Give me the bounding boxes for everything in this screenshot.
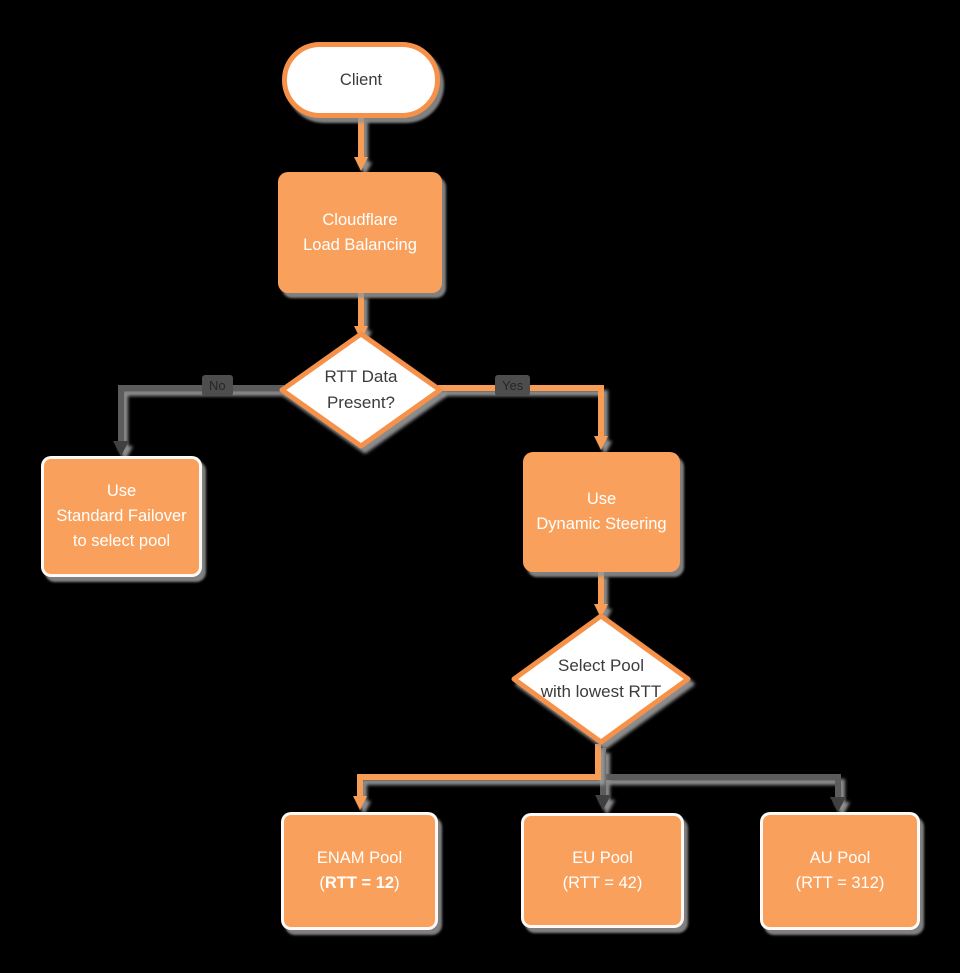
node-enam-pool: ENAM Pool (RTT = 12) xyxy=(281,812,438,930)
arrowhead-select-pool xyxy=(594,604,608,618)
node-dynamic-steering: Use Dynamic Steering xyxy=(523,452,680,572)
edge-to-au-pool xyxy=(603,774,841,799)
paren-close: ) xyxy=(878,874,885,892)
paren-open: ( xyxy=(795,874,802,892)
rtt-decision-line1: RTT Data xyxy=(324,367,398,386)
edge-to-enam-pool xyxy=(357,744,601,797)
node-rtt-decision-diamond xyxy=(279,331,443,449)
paren-close: ) xyxy=(394,874,400,892)
select-pool-line2: with lowest RTT xyxy=(540,681,662,701)
edge-label-no: No xyxy=(202,375,233,396)
node-au-pool: AU Pool (RTT = 312) xyxy=(760,812,920,930)
paren-open: ( xyxy=(319,874,325,892)
edge-yes-branch xyxy=(438,385,604,437)
pool-name: ENAM Pool xyxy=(316,849,403,868)
node-eu-pool: EU Pool (RTT = 42) xyxy=(521,813,684,928)
standard-failover-line3: to select pool xyxy=(72,531,171,550)
node-standard-failover: Use Standard Failover to select pool xyxy=(41,456,202,577)
paren-close: ) xyxy=(636,873,643,892)
client-label: Client xyxy=(339,70,383,89)
arrowhead-dynamic-steering xyxy=(594,436,608,450)
pool-rtt-value: RTT = 312 xyxy=(801,874,879,892)
arrowhead-eu-pool xyxy=(595,795,611,810)
pool-rtt-line: (RTT = 12) xyxy=(284,871,435,896)
pool-name: AU Pool xyxy=(809,849,871,868)
pool-rtt-line: (RTT = 312) xyxy=(763,871,917,896)
dynamic-steering-line2: Dynamic Steering xyxy=(536,515,667,533)
node-select-pool-diamond xyxy=(511,613,691,745)
paren-open: ( xyxy=(562,873,569,892)
select-pool-line1: Select Pool xyxy=(558,656,644,675)
arrowhead-au-pool xyxy=(830,797,846,812)
node-load-balancer: Cloudflare Load Balancing xyxy=(278,172,442,293)
standard-failover-line1: Use xyxy=(106,482,137,501)
load-balancer-line1: Cloudflare xyxy=(322,210,398,229)
pool-rtt-value: RTT = 12 xyxy=(324,874,395,892)
rtt-decision-line2: Present? xyxy=(326,392,396,412)
load-balancer-line2: Load Balancing xyxy=(303,235,417,254)
pool-rtt-value: RTT = 42 xyxy=(568,873,637,892)
pool-name: EU Pool xyxy=(572,848,633,867)
dynamic-steering-line1: Use xyxy=(586,490,617,509)
arrowhead-enam-pool xyxy=(353,796,367,810)
standard-failover-line2: Standard Failover xyxy=(56,507,187,526)
node-select-pool-text: Select Pool with lowest RTT xyxy=(509,653,693,704)
edge-no-branch xyxy=(118,385,284,442)
arrowhead-standard-failover xyxy=(113,441,129,456)
pool-rtt-line: (RTT = 42) xyxy=(524,871,681,896)
edge-label-yes: Yes xyxy=(495,375,531,396)
node-rtt-decision-text: RTT Data Present? xyxy=(281,364,441,415)
arrowhead-load-balancer xyxy=(354,157,368,171)
node-client: Client xyxy=(282,42,440,118)
